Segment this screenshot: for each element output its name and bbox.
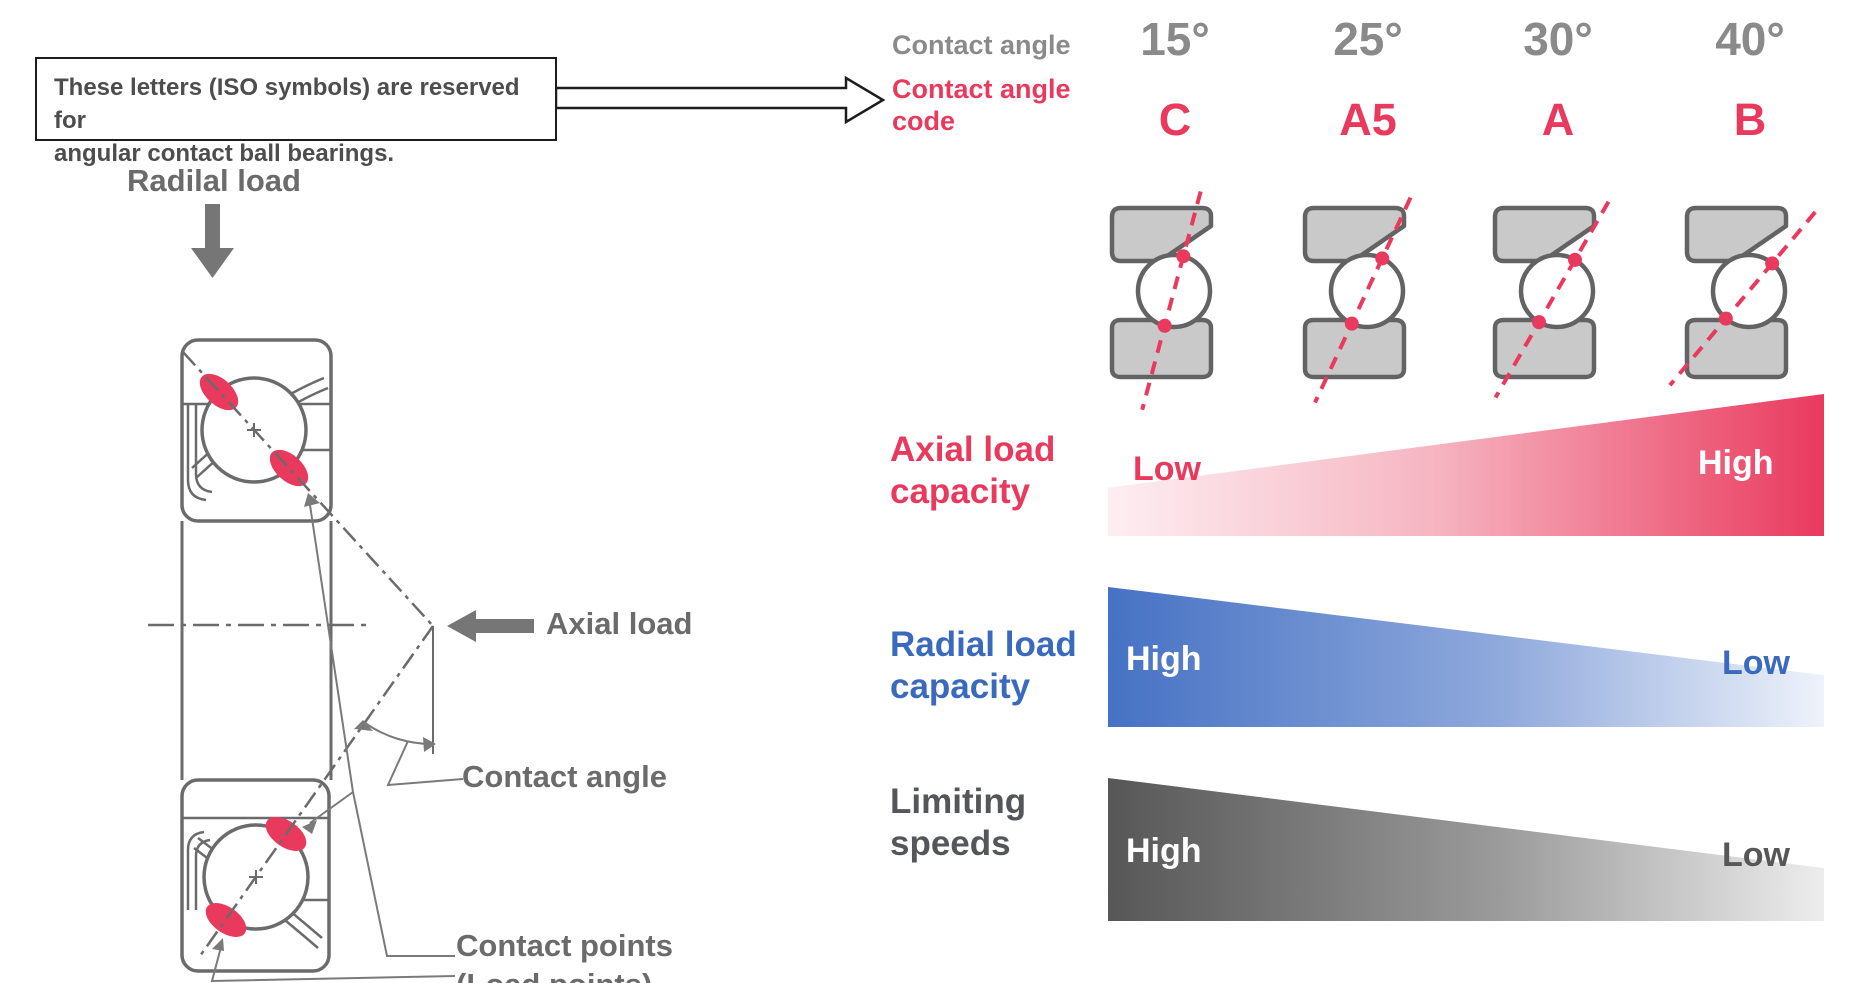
callout-text-line1: These letters (ISO symbols) are reserved… [54,74,520,134]
bearing-icon-30deg [1492,200,1611,399]
code-value-b: B [1733,94,1767,145]
contact-points-leader-lines [210,504,456,983]
radial-low-value: Low [1722,644,1790,682]
limiting-speeds-wedge [1108,778,1824,921]
axial-capacity-line1: Axial load [890,430,1056,469]
radial-capacity-line1: Radial load [890,625,1077,664]
contact-line-group [1140,190,1203,411]
radial-high-value: High [1126,640,1202,678]
callout-block-arrow-icon [556,76,886,124]
bearing-icon-40deg [1668,205,1817,387]
code-header-line2: code [892,106,956,136]
radial-load-label: Radilal load [127,163,301,198]
radial-capacity-line2: capacity [890,667,1031,706]
contact-line-group [1313,196,1413,404]
contact-angle-leader-line [386,740,464,787]
code-value-a: A [1541,94,1575,145]
contact-points-label-line2: (Load points) [456,965,673,983]
contact-point-ellipse [199,373,239,411]
radial-load-arrow-icon [191,204,234,278]
inner-ring-bore-lines [180,521,333,780]
callout-box: These letters (ISO symbols) are reserved… [35,57,557,167]
bearing-cross-section-diagram [148,204,534,983]
radial-load-capacity-wedge [1108,587,1824,727]
contact-angle-label: Contact angle [462,759,667,794]
bearing-icon-25deg [1302,196,1413,404]
angle-value-30: 30° [1523,13,1593,65]
axial-load-capacity-label: Axial load capacity [890,429,1055,513]
limiting-speeds-line2: speeds [890,824,1011,863]
axial-high-value: High [1698,444,1774,482]
contact-angle-code-header: Contact angle code [892,73,1071,137]
callout-text-line2: angular contact ball bearings. [54,140,395,167]
limiting-speeds-label: Limiting speeds [890,781,1026,865]
contact-line-group [1668,210,1817,387]
axial-capacity-line2: capacity [890,472,1031,511]
contact-points-label: Contact points (Load points) [456,926,673,983]
angle-value-40: 40° [1715,13,1785,65]
code-header-line1: Contact angle [892,74,1071,104]
upper-contact-axis-line [182,351,434,627]
contact-points-leader-arrowheads [212,493,320,951]
angle-value-15: 15° [1140,13,1210,65]
axial-low-value: Low [1133,450,1201,488]
limiting-speeds-line1: Limiting [890,782,1027,821]
axial-load-label: Axial load [546,606,693,641]
contact-line-group [1493,200,1611,399]
angle-value-25: 25° [1333,13,1403,65]
code-value-c: C [1158,94,1192,145]
contact-angle-arc-icon [354,720,436,752]
speeds-high-value: High [1126,832,1202,870]
radial-load-capacity-label: Radial load capacity [890,624,1077,708]
contact-angle-header: Contact angle [892,30,1071,60]
contact-points-label-line1: Contact points [456,928,673,963]
contact-point-ellipse [205,903,247,937]
bearing-icon-15deg [1109,190,1214,411]
code-value-a5: A5 [1339,94,1397,145]
speeds-low-value: Low [1722,836,1790,874]
axial-load-arrow-icon [447,610,534,642]
